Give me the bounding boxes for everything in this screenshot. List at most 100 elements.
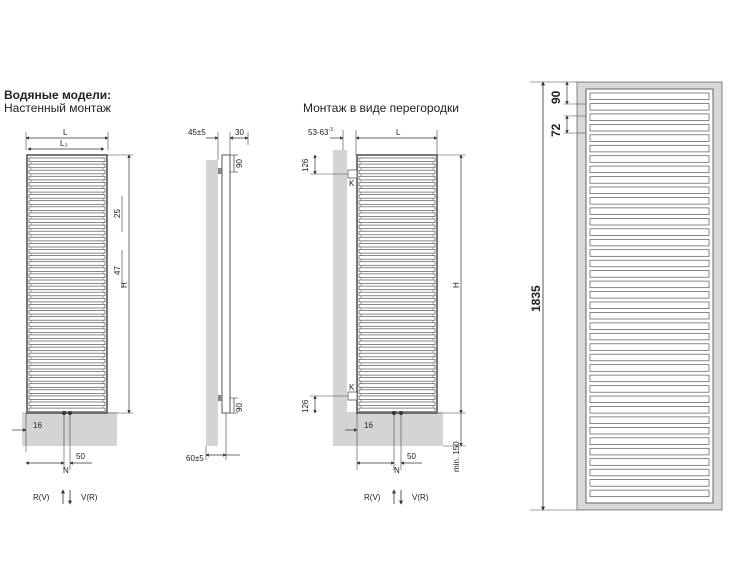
- radiator-slat: [358, 279, 436, 284]
- radiator-slat: [28, 285, 106, 291]
- radiator-slat: [358, 346, 436, 352]
- radiator-slat: [28, 340, 106, 345]
- pipe-flow-partition-label: V(R): [412, 493, 429, 502]
- radiator-slat: [358, 163, 436, 169]
- radiator-slat: [358, 322, 436, 327]
- radiator-slat: [589, 124, 710, 132]
- radiator-slat: [589, 238, 710, 247]
- radiator-slat: [358, 383, 436, 388]
- dim-90-bottom-label: 90: [235, 403, 244, 412]
- dim-L-partition-label: L: [396, 128, 401, 137]
- radiator-slat: [28, 206, 106, 211]
- radiator-slat: [358, 206, 436, 211]
- dim-53-63-label: 53-63-3: [308, 127, 333, 137]
- radiator-slat: [589, 134, 710, 142]
- dim-N-label: N: [63, 466, 69, 475]
- radiator-slat: [589, 301, 710, 309]
- radiator-slat: [358, 236, 436, 242]
- radiator-slat: [589, 447, 710, 456]
- radiator-slat: [28, 328, 106, 333]
- radiator-slat: [589, 291, 710, 299]
- large-dimension-labels: 90 72 1835: [529, 90, 563, 312]
- radiator-slat: [28, 304, 106, 309]
- bracket-K-bottom-label: K: [349, 383, 355, 392]
- dimension-labels: L L₃ 25 47 H 16 50 N R(V) V(R) 45±5 30 9…: [33, 127, 461, 502]
- radiator-slat: [589, 186, 710, 194]
- dim-126-top-label: 126: [301, 158, 310, 172]
- radiator-slat: [589, 270, 710, 278]
- radiator-slat: [589, 489, 710, 498]
- dim-min150-label: min. 150: [452, 441, 461, 472]
- radiator-slat: [28, 352, 106, 358]
- radiator-slat: [28, 383, 106, 388]
- pipe-flow-label: V(R): [81, 493, 98, 502]
- radiator-slat: [589, 416, 710, 424]
- radiator-slat: [589, 353, 710, 362]
- radiator-slat: [589, 468, 710, 477]
- radiator-slat: [589, 437, 710, 445]
- radiator-slat: [28, 267, 106, 272]
- radiator-slat: [28, 310, 106, 315]
- radiator-slat: [358, 212, 436, 217]
- radiator-slat: [28, 194, 106, 199]
- dim-30-label: 30: [235, 128, 244, 137]
- radiator-slat: [589, 427, 710, 435]
- radiator-slat: [358, 169, 436, 175]
- radiator-slat: [28, 395, 106, 400]
- dim-90-large-label: 90: [549, 90, 563, 104]
- wall-mount-front-view: [12, 132, 133, 505]
- radiator-slat: [28, 188, 106, 193]
- radiator-slat: [28, 371, 106, 376]
- radiator-slat: [589, 218, 710, 226]
- dim-L-label: L: [63, 128, 68, 137]
- radiator-slat: [28, 401, 106, 406]
- radiator-slat: [589, 406, 710, 414]
- radiator-slat: [28, 346, 106, 352]
- radiator-slat: [358, 255, 436, 260]
- radiator-slat: [358, 261, 436, 266]
- large-radiator-view: [530, 81, 723, 511]
- dim-72-large-label: 72: [549, 123, 563, 137]
- radiator-slat: [589, 92, 710, 100]
- radiator-slat: [589, 385, 710, 393]
- radiator-slat: [28, 377, 106, 382]
- radiator-slat: [28, 389, 106, 394]
- dim-90-top-label: 90: [235, 159, 244, 168]
- dim-16-partition-label: 16: [364, 421, 373, 430]
- radiator-slat: [28, 365, 106, 370]
- dim-H-label: H: [120, 282, 129, 288]
- radiator-slat: [28, 175, 106, 181]
- radiator-slat: [28, 157, 106, 162]
- radiator-slat: [589, 176, 710, 184]
- partition-mount-heading: Монтаж в виде перегородки: [303, 101, 459, 115]
- radiator-slat: [358, 182, 436, 187]
- radiator-slat: [28, 358, 106, 364]
- radiator-slat: [358, 267, 436, 272]
- dim-L3-label: L₃: [60, 139, 68, 148]
- radiator-slat: [358, 310, 436, 315]
- radiator-slat: [589, 103, 710, 111]
- radiator-slat: [358, 224, 436, 230]
- radiator-slat: [589, 479, 710, 487]
- radiator-slat: [28, 230, 106, 236]
- radiator-slat: [28, 236, 106, 242]
- bracket-K-top-label: K: [349, 179, 355, 188]
- radiator-slat: [28, 163, 106, 169]
- partition-mount-view: [310, 130, 466, 505]
- radiator-slat: [589, 155, 710, 163]
- radiator-slat: [28, 169, 106, 175]
- radiator-slat: [358, 316, 436, 321]
- radiator-slat: [28, 255, 106, 260]
- radiator-slat: [358, 377, 436, 382]
- dim-45-label: 45±5: [188, 128, 206, 137]
- radiator-slat: [358, 395, 436, 400]
- radiator-slat: [358, 407, 436, 413]
- radiator-slat: [589, 144, 710, 153]
- radiator-slat: [358, 358, 436, 364]
- radiator-slat: [358, 230, 436, 236]
- radiator-slat: [358, 200, 436, 205]
- radiator-slat: [589, 207, 710, 215]
- pipe-return-label: R(V): [33, 493, 50, 502]
- radiator-slat: [28, 273, 106, 278]
